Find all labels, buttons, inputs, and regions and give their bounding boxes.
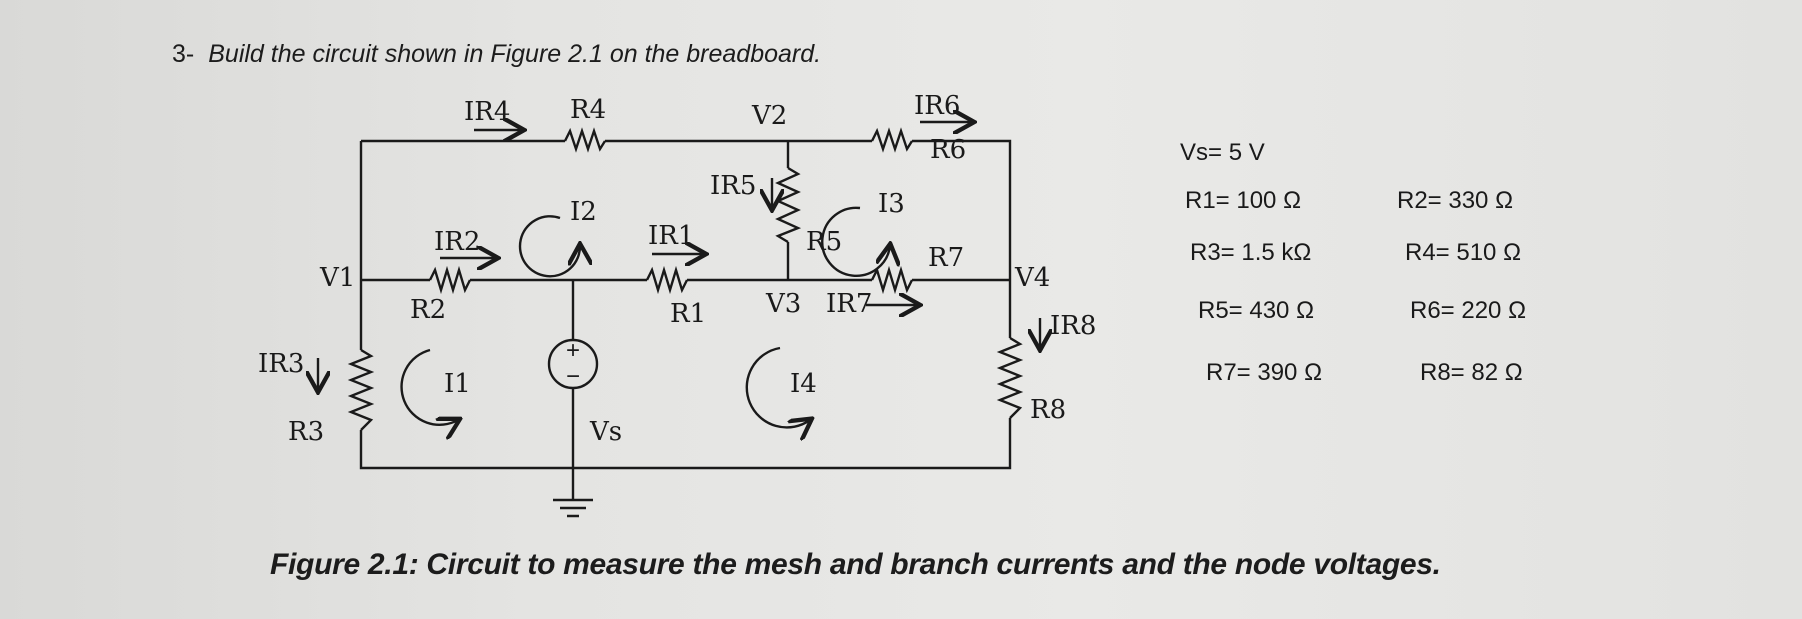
r3-zigzag bbox=[347, 348, 375, 431]
branch-current-ir2: IR2 bbox=[434, 227, 480, 257]
node-v3: V3 bbox=[765, 289, 801, 319]
mesh-loop-i3: I3 bbox=[821, 189, 905, 277]
mesh-loop-i1: I1 bbox=[400, 348, 471, 425]
value-vs: Vs= 5 V bbox=[1180, 139, 1265, 166]
r5-zigzag bbox=[775, 166, 802, 244]
component-values: Vs= 5 V R1= 100 Ω R2= 330 Ω R3= 1.5 kΩ R… bbox=[1180, 139, 1526, 386]
branch-current-ir1: IR1 bbox=[648, 221, 694, 251]
mesh-current-i2: I2 bbox=[570, 197, 597, 227]
value-r3: R3= 1.5 kΩ bbox=[1190, 239, 1311, 266]
value-r6: R6= 220 Ω bbox=[1410, 297, 1526, 324]
resistor-symbols bbox=[347, 127, 1024, 431]
instruction-body: Build the circuit shown in Figure 2.1 on… bbox=[208, 40, 822, 68]
label-r8: R8 bbox=[1030, 395, 1066, 425]
r1-zigzag bbox=[645, 265, 689, 295]
value-r5: R5= 430 Ω bbox=[1198, 297, 1314, 324]
mesh-loop-i2: I2 bbox=[518, 197, 597, 278]
node-v2: V2 bbox=[751, 101, 787, 131]
r7-zigzag bbox=[870, 265, 914, 295]
node-v1: V1 bbox=[319, 263, 355, 293]
voltage-source-symbol: + − bbox=[547, 337, 599, 390]
instruction-number: 3- bbox=[172, 40, 195, 68]
branch-current-ir8: IR8 bbox=[1050, 311, 1096, 341]
branch-current-ir5: IR5 bbox=[710, 171, 756, 201]
mesh-current-i4: I4 bbox=[790, 369, 817, 399]
r8-zigzag bbox=[996, 336, 1024, 419]
node-v4: V4 bbox=[1014, 263, 1050, 293]
branch-current-ir4: IR4 bbox=[464, 97, 510, 127]
r2-zigzag bbox=[428, 265, 472, 295]
circuit-wires bbox=[359, 139, 1012, 518]
branch-current-ir7: IR7 bbox=[826, 289, 872, 319]
instruction-text: 3- Build the circuit shown in Figure 2.1 … bbox=[172, 40, 821, 69]
branch-current-ir6: IR6 bbox=[914, 91, 960, 121]
label-r1: R1 bbox=[670, 299, 706, 329]
source-label: Vs bbox=[589, 417, 622, 447]
label-r3: R3 bbox=[288, 417, 324, 447]
value-r4: R4= 510 Ω bbox=[1405, 239, 1521, 266]
mesh-current-i1: I1 bbox=[444, 369, 471, 399]
branch-current-ir3: IR3 bbox=[258, 349, 304, 379]
label-r6: R6 bbox=[930, 135, 966, 165]
r4-zigzag bbox=[563, 127, 607, 153]
value-r2: R2= 330 Ω bbox=[1397, 187, 1513, 214]
source-minus: − bbox=[566, 363, 580, 390]
source-plus: + bbox=[566, 337, 580, 364]
figure-caption: Figure 2.1: Circuit to measure the mesh … bbox=[270, 548, 1441, 581]
label-r4: R4 bbox=[570, 95, 606, 125]
label-r2: R2 bbox=[410, 295, 446, 325]
mesh-loop-i4: I4 bbox=[745, 346, 817, 427]
value-r1: R1= 100 Ω bbox=[1185, 187, 1301, 214]
mesh-current-i3: I3 bbox=[878, 189, 905, 219]
value-r7: R7= 390 Ω bbox=[1206, 359, 1322, 386]
r6-zigzag bbox=[870, 127, 914, 153]
value-r8: R8= 82 Ω bbox=[1420, 359, 1523, 386]
label-r7: R7 bbox=[928, 243, 964, 273]
